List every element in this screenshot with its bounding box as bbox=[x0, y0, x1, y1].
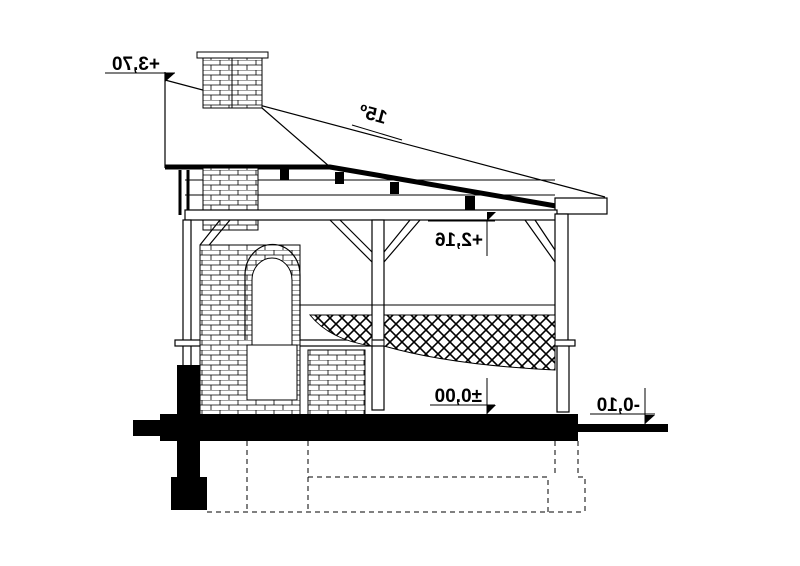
chimney bbox=[196, 51, 269, 231]
roof bbox=[164, 72, 608, 215]
slope-marker: 15º bbox=[351, 101, 403, 141]
level-label-ground: -0,10 bbox=[597, 395, 640, 416]
level-marker-ground: -0,10 bbox=[590, 388, 655, 424]
level-label-floor: ±0,00 bbox=[435, 386, 482, 407]
level-marker-beam: +2,16 bbox=[428, 212, 496, 256]
level-label-beam: +2,16 bbox=[435, 230, 483, 251]
lattice-railing bbox=[300, 304, 556, 371]
roof-slope-label: 15º bbox=[357, 101, 390, 129]
level-marker-floor: ±0,00 bbox=[430, 378, 496, 414]
foundation-hidden-lines bbox=[207, 441, 586, 513]
timber-frame bbox=[174, 209, 576, 413]
level-label-ridge: +3,70 bbox=[112, 54, 160, 75]
slab bbox=[133, 365, 668, 510]
level-marker-ridge: +3,70 bbox=[105, 54, 175, 82]
rafter-ends bbox=[230, 168, 475, 210]
